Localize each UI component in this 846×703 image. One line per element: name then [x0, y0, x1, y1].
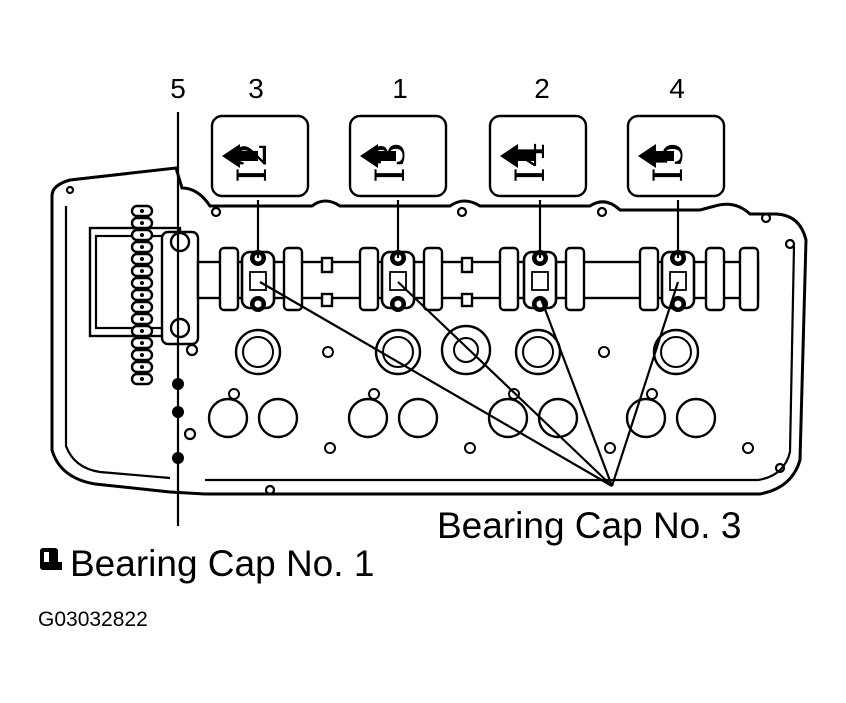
cap-bolt-center: [394, 300, 402, 308]
cam-lobe: [498, 246, 520, 312]
valve-bore: [537, 397, 579, 439]
valve-bore: [347, 397, 389, 439]
valve-bore: [397, 397, 439, 439]
bearing-cap-3-label: Bearing Cap No. 3: [437, 505, 741, 546]
arrow-left-icon: [638, 144, 674, 168]
chain-pin: [140, 353, 144, 357]
chain-pin: [140, 245, 144, 249]
cap-mark-box-1: I2: [210, 114, 310, 198]
cap-mark-box-4: I5: [626, 114, 726, 198]
bolt-hole: [228, 388, 240, 400]
bearing-cap-symbol-icon: [40, 548, 62, 570]
cap-bolt-center: [674, 300, 682, 308]
bolt-hole: [368, 388, 380, 400]
cam-lobe: [422, 246, 444, 312]
cap-bolt-center: [254, 300, 262, 308]
chain-pin: [140, 317, 144, 321]
cap-mark-box-2: I3: [348, 114, 448, 198]
arrow-left-icon: [222, 144, 258, 168]
order-number-cap-5: 5: [170, 73, 186, 104]
bolt-hole: [322, 346, 334, 358]
valve-bores: [207, 324, 754, 454]
order-number-cap-2: 2: [534, 73, 550, 104]
spark-plug-bore-inner: [242, 336, 274, 368]
cam-lobe: [638, 246, 660, 312]
bolt-hole: [324, 442, 336, 454]
cam-lobe: [358, 246, 380, 312]
cam-lobe: [738, 246, 760, 312]
cap-mark-area: [531, 271, 549, 291]
bearing-cap-1-callout: Bearing Cap No. 1: [40, 543, 374, 584]
order-numbers: 5 3 1 2 4: [170, 73, 685, 104]
chain-pin: [140, 365, 144, 369]
chain-pin: [140, 377, 144, 381]
chain-pin: [140, 257, 144, 261]
cap-mark-area: [249, 271, 267, 291]
chain-pin: [140, 293, 144, 297]
cap-mark-box-3: I4: [488, 114, 588, 198]
valve-bore: [625, 397, 667, 439]
chain-pin: [140, 281, 144, 285]
bolt-hole: [646, 388, 658, 400]
valve-bore: [487, 397, 529, 439]
cam-lobe: [564, 246, 586, 312]
cap-mark-area: [669, 271, 687, 291]
cap-mark-label: I5: [646, 142, 692, 183]
cap-mark-label: I4: [508, 142, 554, 183]
cam-lobe: [282, 246, 304, 312]
spark-plug-bore-inner: [522, 336, 554, 368]
order-number-cap-4: 4: [669, 73, 685, 104]
cap-mark-label: I3: [368, 142, 414, 183]
bolt-hole: [464, 442, 476, 454]
bolt-hole: [598, 346, 610, 358]
leader-lines: [259, 281, 680, 487]
chain-pin: [140, 305, 144, 309]
oil-passage-inner: [453, 337, 479, 363]
valve-bore: [207, 397, 249, 439]
bolt-hole: [742, 442, 754, 454]
spark-plug-bore-inner: [660, 336, 692, 368]
valve-bore: [675, 397, 717, 439]
center-lines: [176, 112, 680, 526]
order-number-cap-3: 3: [248, 73, 264, 104]
timing-chain: [130, 204, 154, 386]
cylinder-head-body: [50, 166, 808, 496]
order-number-cap-1: 1: [392, 73, 408, 104]
timing-sprocket-area: [88, 204, 200, 464]
bolt-hole: [604, 442, 616, 454]
cap-mark-label: I2: [230, 142, 276, 183]
chain-pin: [140, 329, 144, 333]
cam-lobe: [704, 246, 726, 312]
arrow-left-icon: [360, 144, 396, 168]
arrow-left-icon: [500, 144, 536, 168]
chain-pin: [140, 221, 144, 225]
spark-plug-bore-inner: [382, 336, 414, 368]
bearing-cap-1-label: Bearing Cap No. 1: [70, 543, 374, 584]
chain-pin: [140, 209, 144, 213]
valve-bore: [257, 397, 299, 439]
chain-pin: [140, 341, 144, 345]
figure-code: G03032822: [38, 608, 148, 631]
chain-pin: [140, 233, 144, 237]
cam-lobe: [218, 246, 240, 312]
chain-pin: [140, 269, 144, 273]
